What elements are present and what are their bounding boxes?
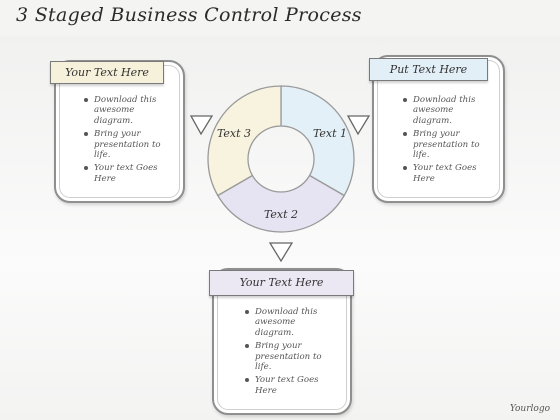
- bottom-box-bullets: Download this awesome diagram. Bring you…: [243, 307, 333, 399]
- page-title: 3 Staged Business Control Process: [16, 4, 362, 26]
- bullet-item: Bring your presentation to life.: [401, 129, 489, 160]
- bullet-item: Your text Goes Here: [243, 375, 333, 396]
- bullet-item: Download this awesome diagram.: [401, 95, 489, 126]
- right-box-header: Put Text Here: [369, 58, 488, 81]
- bullet-item: Download this awesome diagram.: [82, 95, 168, 126]
- bullet-item: Your text Goes Here: [401, 163, 489, 184]
- left-box-bullets: Download this awesome diagram. Bring you…: [82, 95, 168, 187]
- bullet-item: Download this awesome diagram.: [243, 307, 333, 338]
- bottom-box-header: Your Text Here: [209, 270, 354, 296]
- bullet-item: Bring your presentation to life.: [243, 341, 333, 372]
- footer-logo: Yourlogo: [509, 404, 550, 414]
- left-box-header: Your Text Here: [50, 61, 164, 84]
- bullet-item: Your text Goes Here: [82, 163, 168, 184]
- bullet-item: Bring your presentation to life.: [82, 129, 168, 160]
- right-box-bullets: Download this awesome diagram. Bring you…: [401, 95, 489, 187]
